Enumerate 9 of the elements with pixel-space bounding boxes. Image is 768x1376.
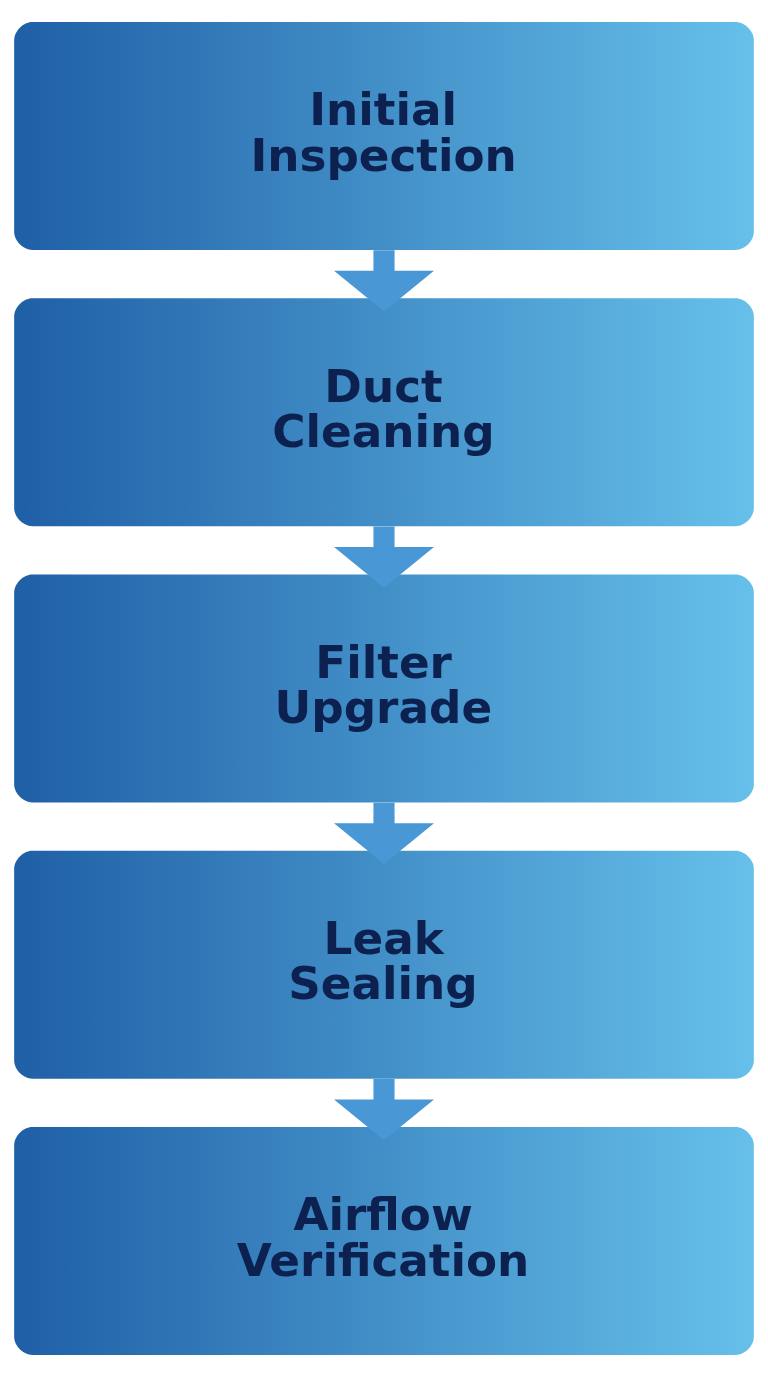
arrow xyxy=(334,525,434,588)
arrow xyxy=(334,802,434,864)
arrow xyxy=(334,249,434,311)
node-box: Initial Inspection xyxy=(14,21,754,250)
node-box: Leak Sealing xyxy=(14,850,754,1079)
arrow xyxy=(334,1078,434,1140)
node-box: Filter Upgrade xyxy=(14,574,754,802)
node-box: Airflow Verification xyxy=(14,1126,754,1355)
node-box: Duct Cleaning xyxy=(14,297,754,526)
